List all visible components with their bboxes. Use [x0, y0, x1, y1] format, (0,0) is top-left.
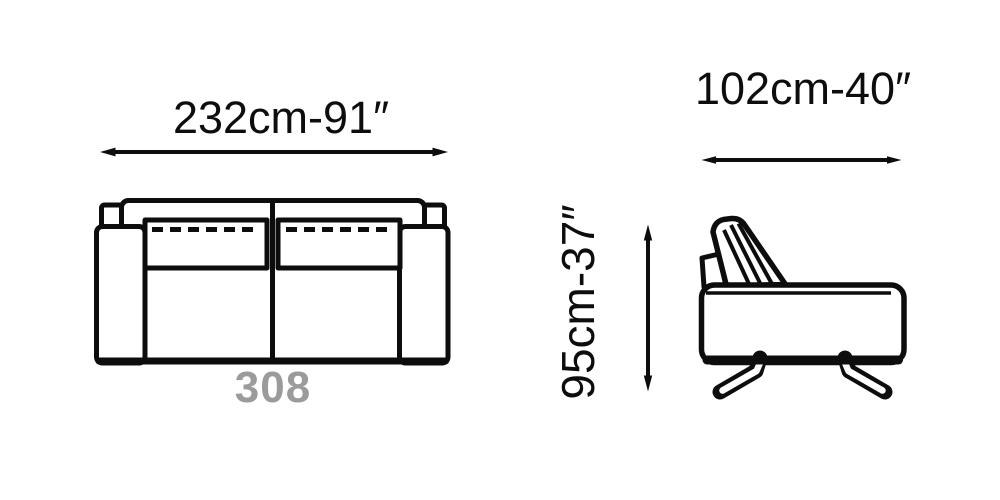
- model-number-label: 308: [234, 363, 312, 412]
- side-leg-back-inner: [841, 359, 886, 394]
- side-backrest-pleats: [722, 222, 774, 285]
- sofa-front-view-drawing: [94, 198, 451, 366]
- sofa-side-view-drawing: [698, 215, 907, 400]
- front-armrest-right: [397, 224, 451, 366]
- front-width-arrow: [100, 147, 448, 157]
- side-height-arrowhead-top-icon: [643, 224, 653, 241]
- side-backrest: [710, 215, 789, 289]
- side-width-arrow: [701, 156, 902, 164]
- side-height-arrow: [643, 224, 653, 392]
- side-backrest-pleat-line: [736, 222, 774, 285]
- side-width-arrowhead-right-icon: [887, 156, 902, 164]
- front-width-arrowhead-left-icon: [100, 147, 116, 157]
- side-backrest-pleat-line: [722, 229, 751, 285]
- front-width-arrowhead-right-icon: [432, 147, 448, 157]
- front-armrest-left: [94, 224, 148, 366]
- side-leg-front-inner: [719, 359, 764, 394]
- side-width-dimension-label: 102cm-40″: [694, 63, 912, 114]
- side-backrest-pleat-line: [729, 224, 763, 285]
- side-height-arrowhead-bottom-icon: [643, 375, 653, 392]
- front-width-dimension-label: 232cm-91″: [172, 92, 390, 143]
- side-width-arrowhead-left-icon: [701, 156, 716, 164]
- side-seat-body: [698, 282, 907, 366]
